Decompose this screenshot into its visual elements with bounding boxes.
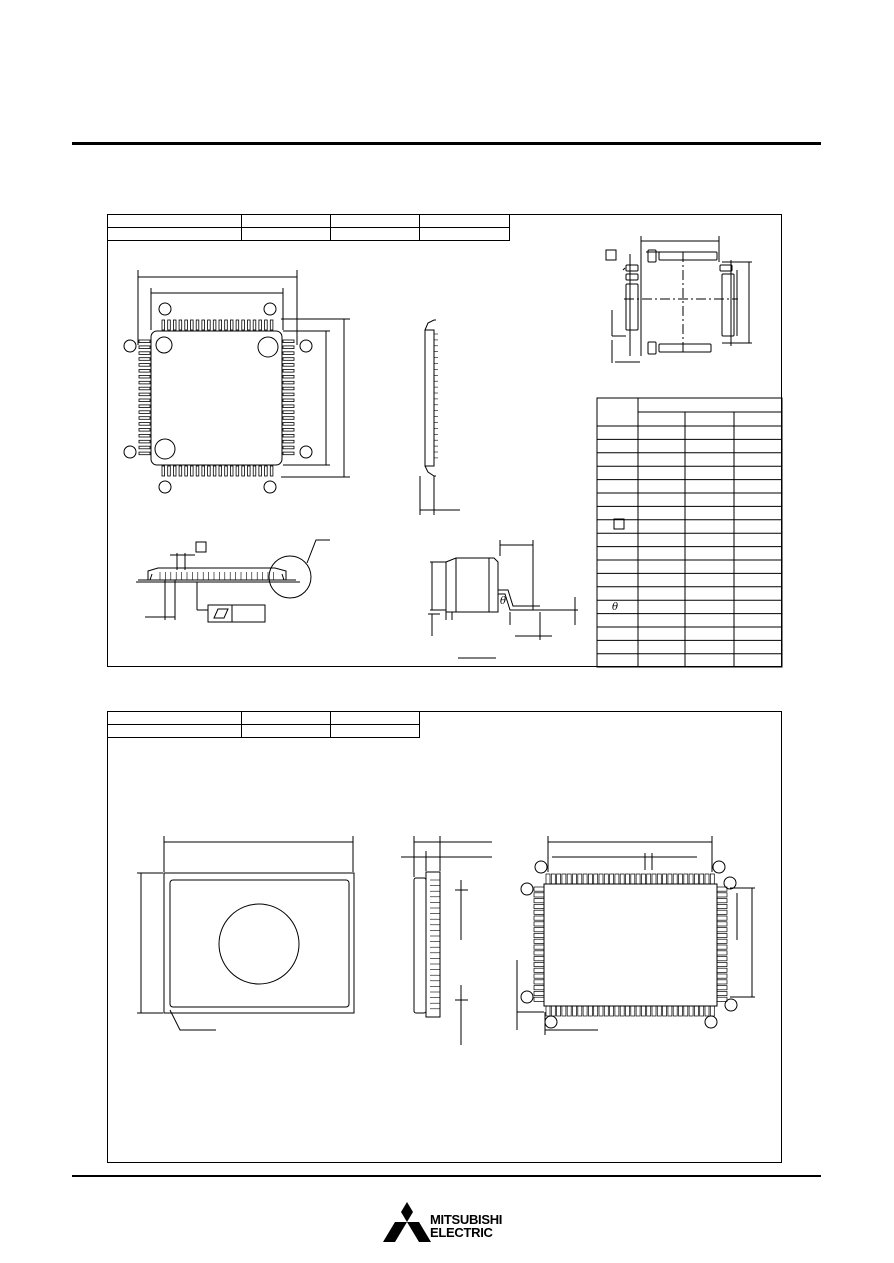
lqfp-bottom-view [516,836,755,1035]
theta-label-table: θ [612,602,618,613]
package-outline-panel-2 [107,711,782,1163]
lqfp-top-view [137,836,355,1031]
dimension-table [596,397,783,668]
top-rule [72,142,821,145]
lead-detail-view [428,540,578,659]
brand-name-line2: ELECTRIC [430,1225,493,1240]
qfp-front-view [136,539,330,623]
qfp-top-view [123,270,350,494]
qfp-side-view [419,319,460,515]
panel-2-header-table [107,711,420,738]
panel-1-header-table [107,214,510,241]
lqfp-side-view [401,836,492,1045]
theta-label-detail: θ [500,596,506,607]
three-diamond-logo-icon [383,1202,431,1242]
recommended-land-pattern [605,236,752,363]
brand-name-line1: MITSUBISHI [430,1212,503,1227]
bottom-rule [72,1175,821,1177]
